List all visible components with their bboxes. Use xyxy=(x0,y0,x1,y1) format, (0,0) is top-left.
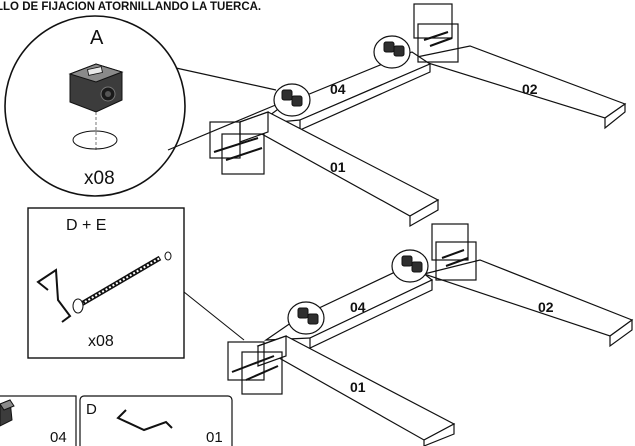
frame-top-label-02: 02 xyxy=(522,81,538,97)
frame-bottom-label-01: 01 xyxy=(350,379,366,395)
rail-01-bottom-side xyxy=(423,423,455,446)
hex-key-icon xyxy=(36,268,72,323)
rail-02-bottom-side xyxy=(609,318,633,348)
rail-02-top-side xyxy=(604,102,626,130)
cam-nuts-bottom xyxy=(297,255,423,325)
rail-04-bottom-side xyxy=(309,279,433,349)
rail-02-bottom xyxy=(421,259,634,337)
mounting-hole xyxy=(72,130,118,150)
callout-a: A x08 xyxy=(4,15,279,197)
frame-bottom-label-04: 04 xyxy=(350,299,366,315)
bolts-bottom xyxy=(231,249,469,381)
callout-a-letter: A xyxy=(90,27,104,49)
parts-box-right-letter: D xyxy=(86,401,97,418)
cam-nut-icon xyxy=(68,63,124,113)
parts-box-left-quantity: 04 xyxy=(50,429,67,446)
parts-box-right: D 01 xyxy=(79,395,233,446)
instruction-header: LLO DE FIJACION ATORNILLANDO LA TUERCA. xyxy=(0,1,261,13)
callout-de-letters: D + E xyxy=(66,217,106,234)
bolts-top xyxy=(213,31,453,161)
callout-de-quantity: x08 xyxy=(88,333,114,350)
parts-box-right-quantity: 01 xyxy=(206,429,223,446)
callout-de: D + E x08 xyxy=(27,207,245,359)
connector-bolt-icon xyxy=(72,251,172,314)
rail-04-top-side xyxy=(299,63,431,131)
rail-02-top xyxy=(409,45,627,119)
rail-01-top-side xyxy=(409,198,439,228)
hex-key-icon xyxy=(116,409,173,432)
frame-bottom-label-02: 02 xyxy=(538,299,554,315)
frame-top-label-04: 04 xyxy=(330,81,346,97)
callout-a-quantity: x08 xyxy=(84,168,115,189)
frame-bottom xyxy=(227,223,634,446)
cam-nut-icon xyxy=(0,399,15,427)
parts-box-left: 04 xyxy=(0,395,77,446)
cam-nuts-top xyxy=(281,41,405,107)
frame-top xyxy=(209,3,627,228)
frame-top-label-01: 01 xyxy=(330,159,346,175)
